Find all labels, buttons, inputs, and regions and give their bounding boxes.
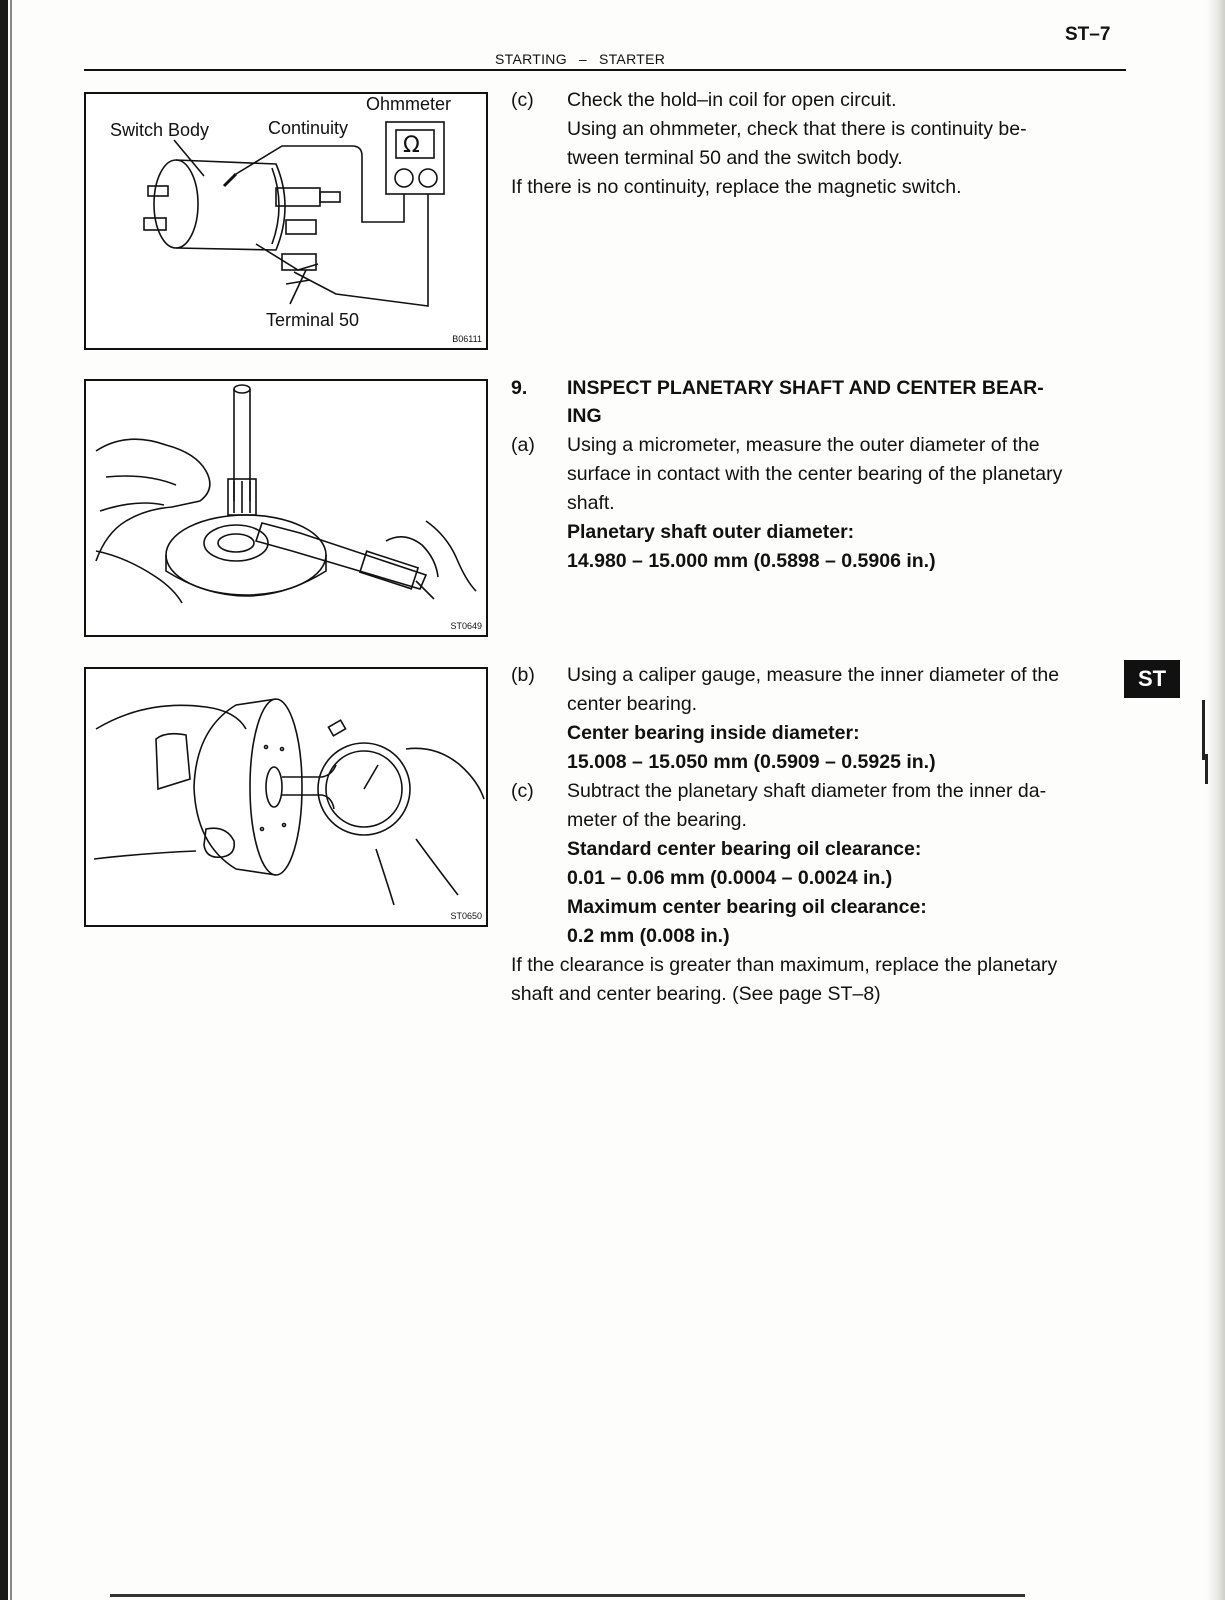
spec-bearing-inside-diameter-label: Center bearing inside diameter: xyxy=(567,722,860,744)
header-subsection: STARTER xyxy=(598,51,666,67)
header-section: STARTING xyxy=(495,51,567,67)
figure-id-b06111: B06111 xyxy=(452,334,482,344)
replacement-note-line1: If the clearance is greater than maximum… xyxy=(511,954,1058,976)
edge-mark xyxy=(1202,700,1205,760)
step-c2-line2: meter of the bearing. xyxy=(567,809,747,831)
step-b-line2: center bearing. xyxy=(567,693,698,715)
step-c2-marker: (c) xyxy=(511,780,534,802)
spec-bearing-inside-diameter-value: 15.008 – 15.050 mm (0.5909 – 0.5925 in.) xyxy=(567,751,936,773)
edge-mark xyxy=(1205,754,1208,784)
figure-holdin-coil-test: Ω Ohmmeter Switch Body Continuity Termin… xyxy=(84,92,488,350)
micrometer-illustration xyxy=(95,384,477,604)
page-right-edge xyxy=(1207,0,1225,1600)
page-bottom-edge xyxy=(110,1594,1025,1597)
figure-id-st0650: ST0650 xyxy=(450,911,482,921)
section-tab-st: ST xyxy=(1124,660,1180,698)
spec-standard-clearance-value: 0.01 – 0.06 mm (0.0004 – 0.0024 in.) xyxy=(567,867,893,889)
magnetic-switch-illustration: Ω xyxy=(143,121,445,307)
step-a-line1: Using a micrometer, measure the outer di… xyxy=(567,434,1040,456)
page-number: ST–7 xyxy=(1065,24,1111,45)
section-9-number: 9. xyxy=(511,377,528,399)
figure-caliper-measurement: ST0650 xyxy=(84,667,488,927)
step-c2-line1: Subtract the planetary shaft diameter fr… xyxy=(567,780,1047,802)
spec-shaft-outer-diameter-value: 14.980 – 15.000 mm (0.5898 – 0.5906 in.) xyxy=(567,550,936,572)
section-9-title-line1: INSPECT PLANETARY SHAFT AND CENTER BEAR- xyxy=(567,377,1044,399)
step-c-line2: Using an ohmmeter, check that there is c… xyxy=(567,118,1027,140)
page-binding-edge xyxy=(0,0,8,1600)
page-binding-shadow xyxy=(10,0,12,1600)
spec-maximum-clearance-value: 0.2 mm (0.008 in.) xyxy=(567,925,730,947)
step-b-marker: (b) xyxy=(511,664,535,686)
step-c-line1: Check the hold–in coil for open circuit. xyxy=(567,89,897,111)
step-a-line3: shaft. xyxy=(567,492,615,514)
section-9-title-line2: ING xyxy=(567,405,602,427)
label-switch-body: Switch Body xyxy=(110,120,210,140)
step-b-line1: Using a caliper gauge, measure the inner… xyxy=(567,664,1060,686)
step-a-line2: surface in contact with the center beari… xyxy=(567,463,1063,485)
caliper-gauge-illustration xyxy=(93,698,485,906)
running-header: STARTING–STARTER xyxy=(495,51,665,67)
spec-maximum-clearance-label: Maximum center bearing oil clearance: xyxy=(567,896,927,918)
label-continuity: Continuity xyxy=(268,118,349,138)
figure-micrometer-measurement: ST0649 xyxy=(84,379,488,637)
ohm-symbol: Ω xyxy=(403,133,420,158)
label-terminal-50: Terminal 50 xyxy=(266,310,360,330)
spec-standard-clearance-label: Standard center bearing oil clearance: xyxy=(567,838,922,860)
step-c-note: If there is no continuity, replace the m… xyxy=(511,176,962,198)
step-c-line3: tween terminal 50 and the switch body. xyxy=(567,147,903,169)
figure-id-st0649: ST0649 xyxy=(450,621,482,631)
spec-shaft-outer-diameter-label: Planetary shaft outer diameter: xyxy=(567,521,855,543)
label-ohmmeter: Ohmmeter xyxy=(366,94,452,114)
header-separator: – xyxy=(578,51,587,67)
step-c-marker: (c) xyxy=(511,89,534,111)
step-a-marker: (a) xyxy=(511,434,535,456)
replacement-note-line2: shaft and center bearing. (See page ST–8… xyxy=(511,983,881,1005)
header-rule xyxy=(84,69,1126,71)
